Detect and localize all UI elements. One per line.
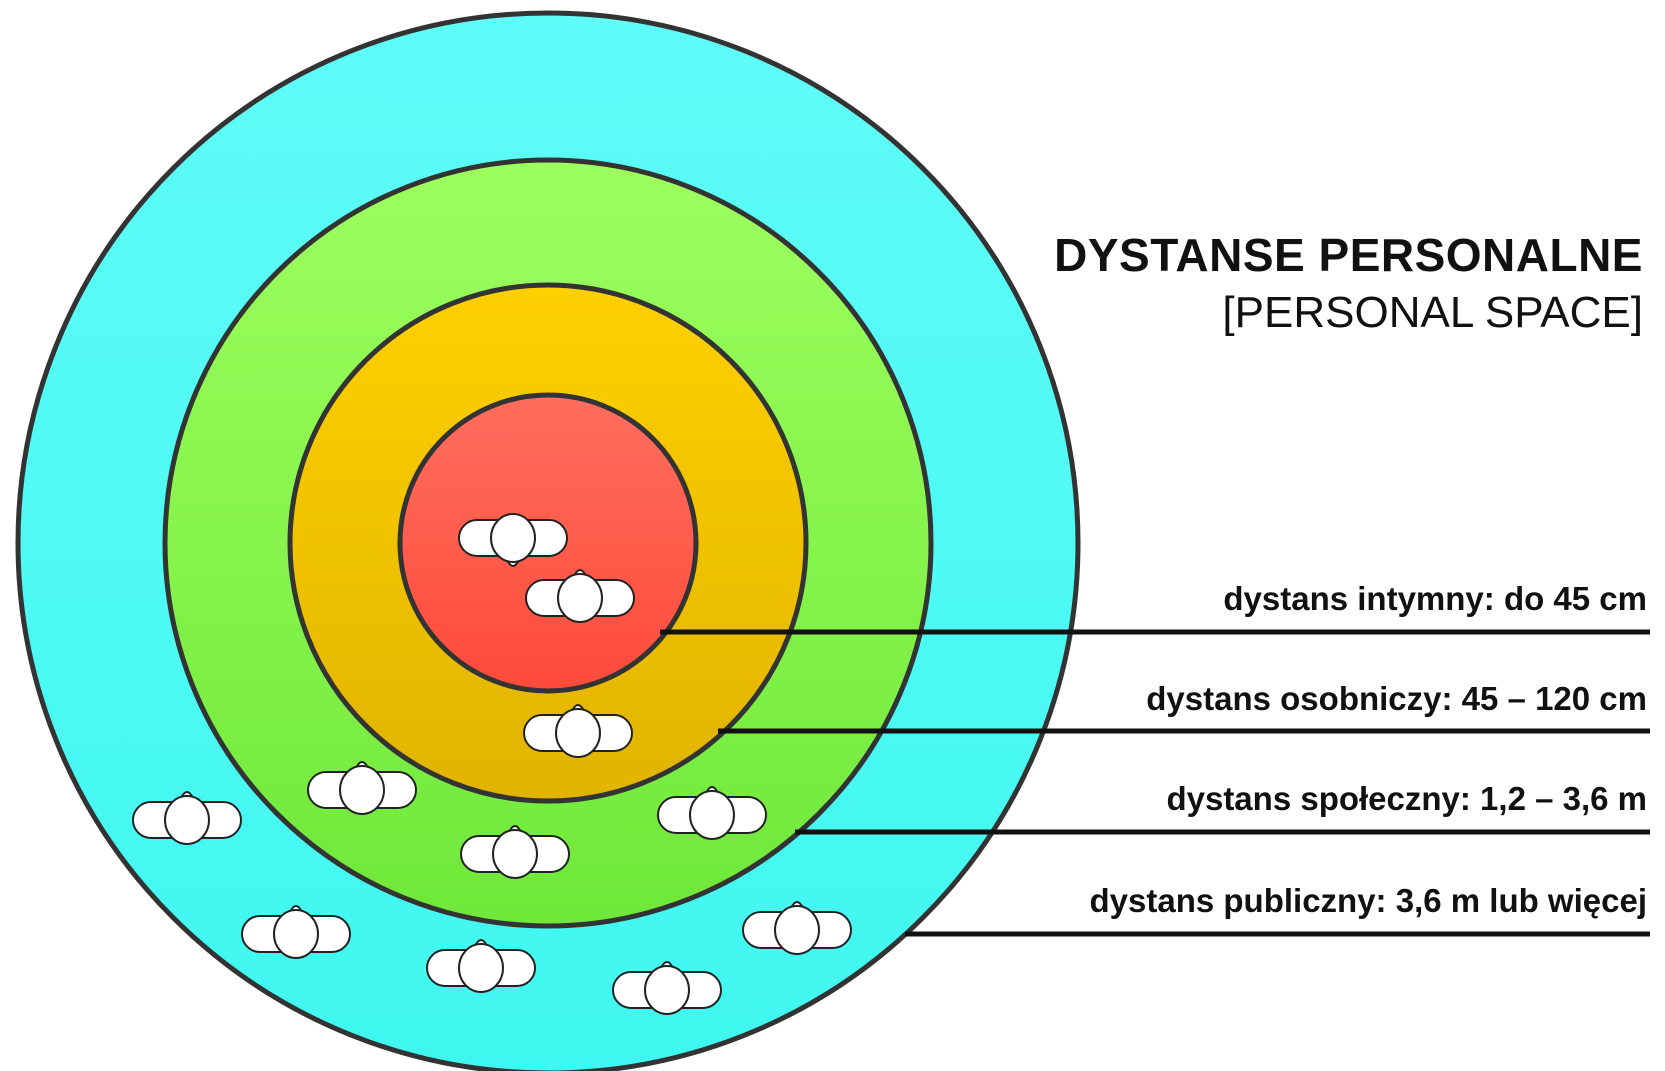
zone-label-social: dystans społeczny: 1,2 – 3,6 m [1166,780,1647,817]
diagram-title: DYSTANSE PERSONALNE [1054,229,1643,281]
zone-label-intimate: dystans intymny: do 45 cm [1223,580,1647,617]
zone-label-public: dystans publiczny: 3,6 m lub więcej [1089,882,1648,919]
zone-label-personal: dystans osobniczy: 45 – 120 cm [1146,680,1647,717]
diagram-subtitle: [PERSONAL SPACE] [1222,288,1643,337]
